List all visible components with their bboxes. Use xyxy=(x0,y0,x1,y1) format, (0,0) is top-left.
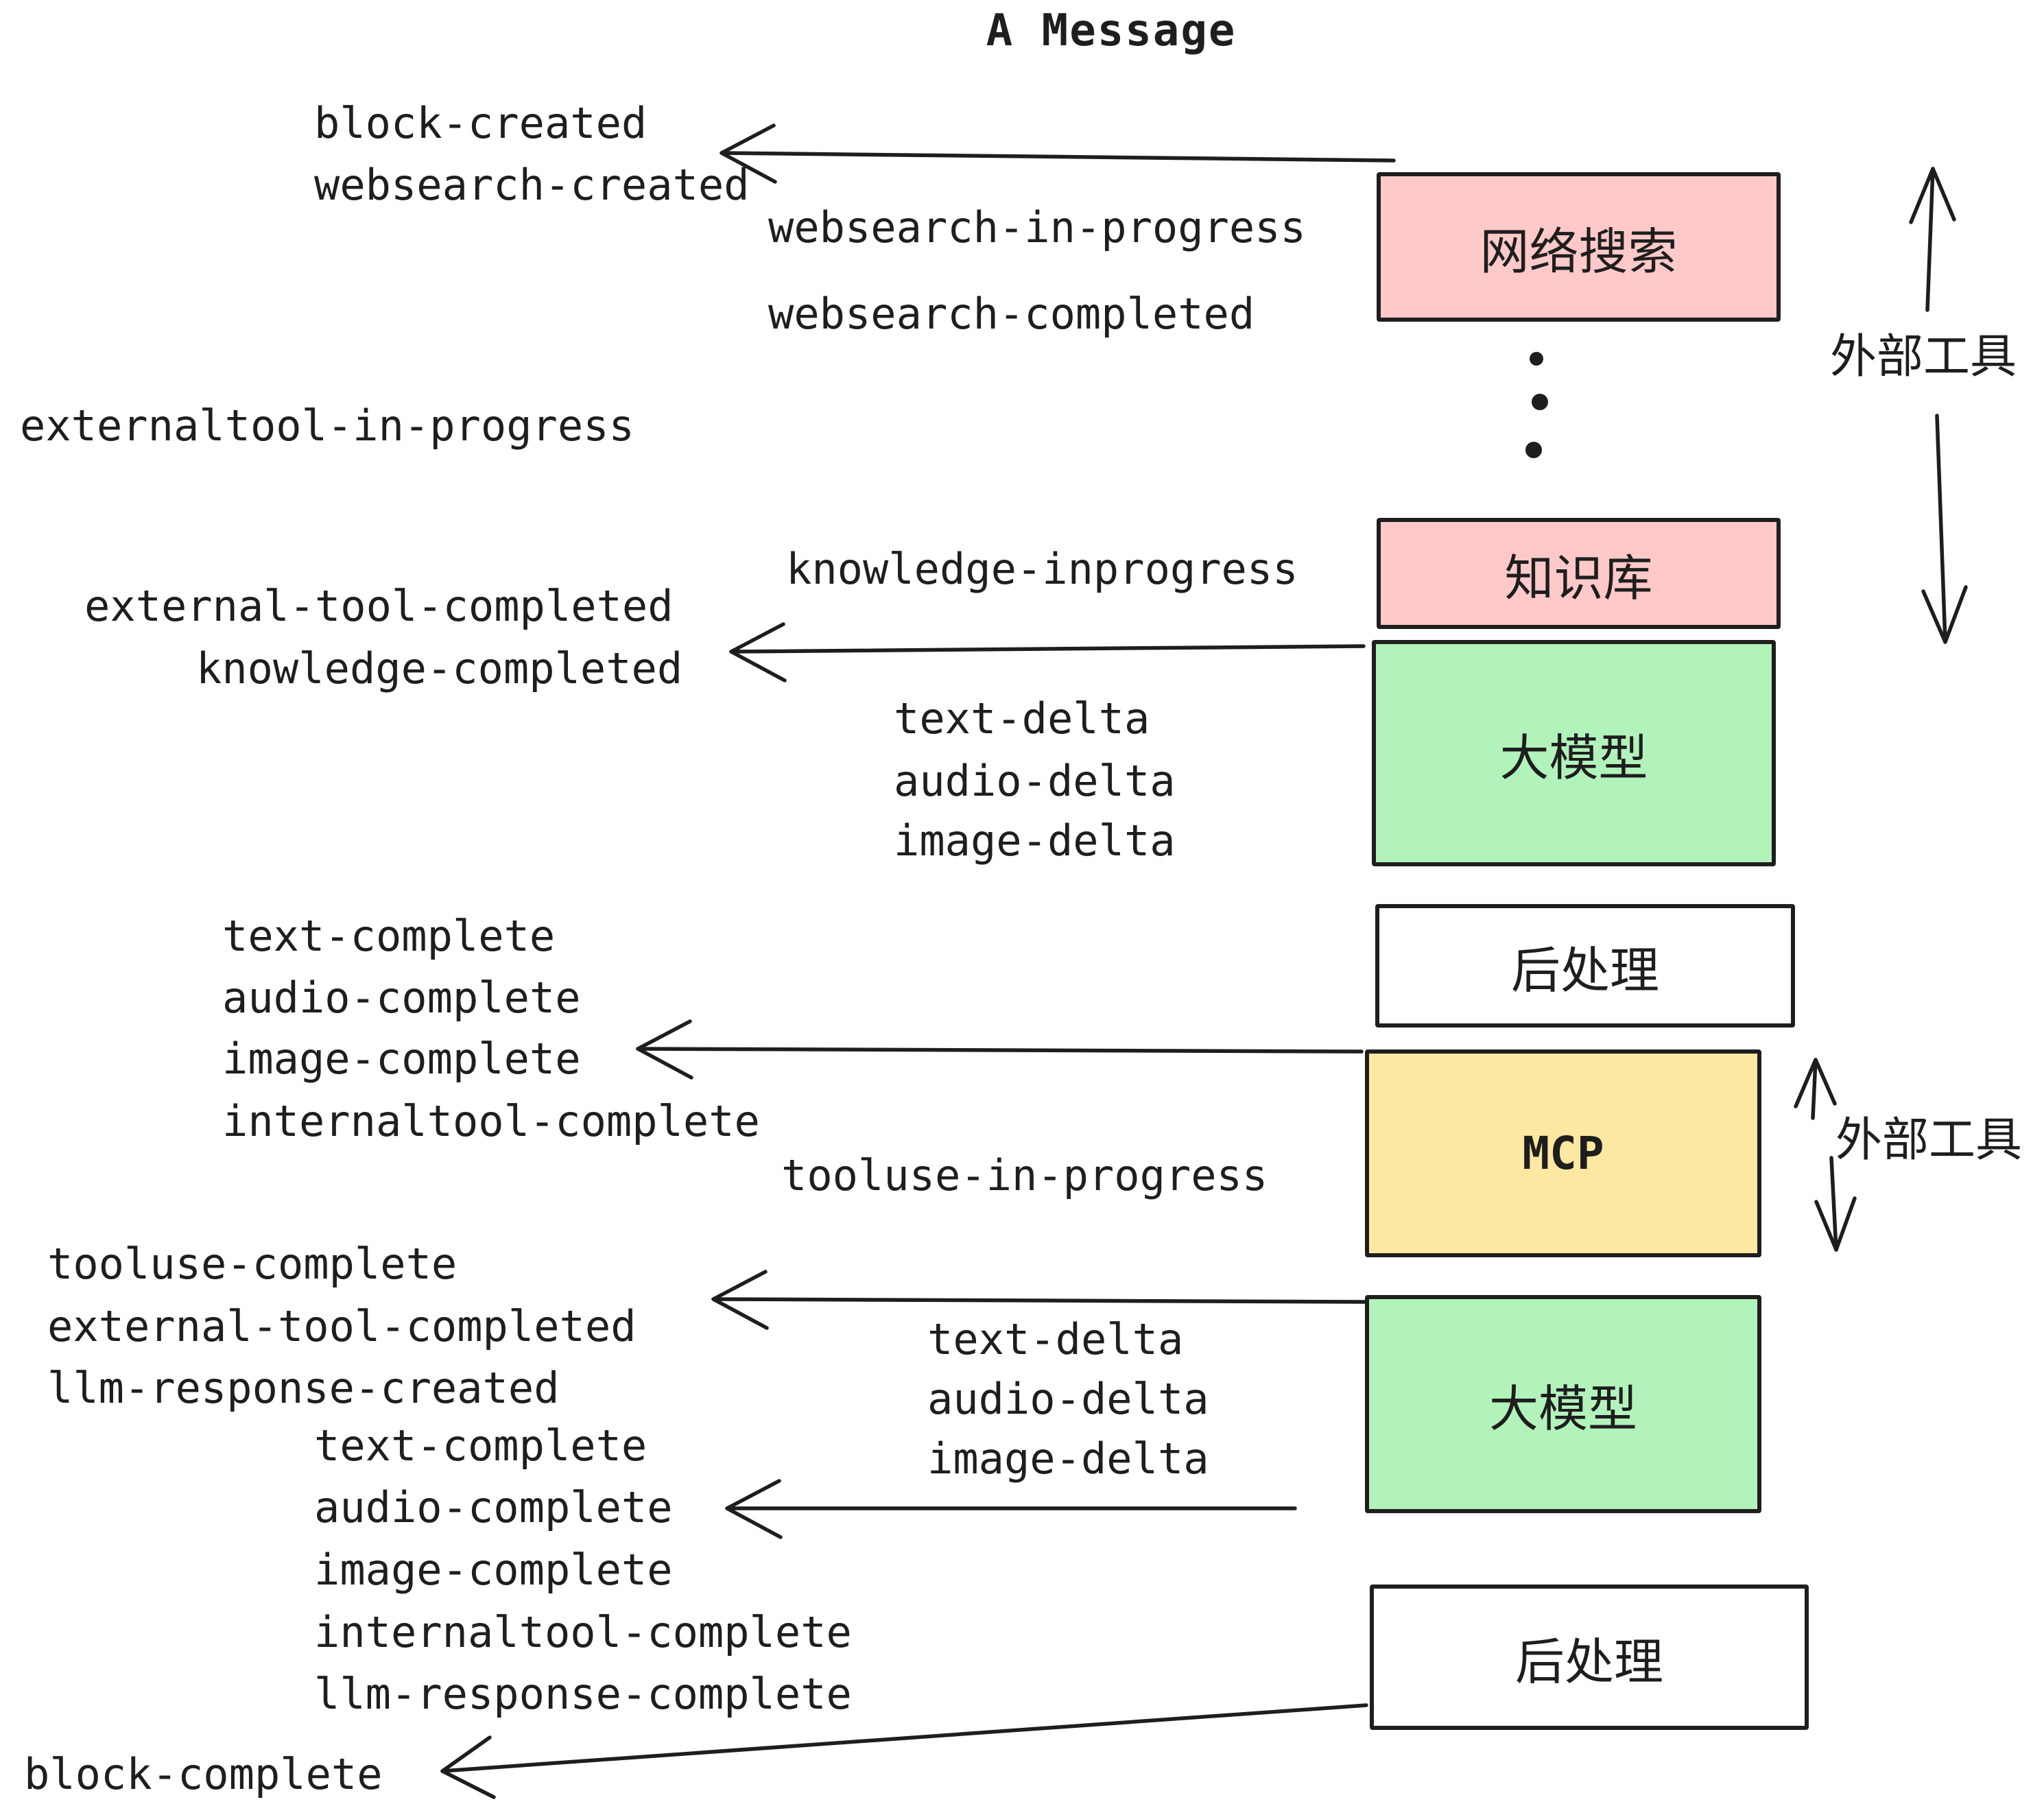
arrow-internal-complete-1 xyxy=(636,1019,1364,1080)
event-block-created: block-created xyxy=(314,98,647,148)
node-mcp: MCP xyxy=(1365,1049,1761,1257)
event-tooluse-in-progress: tooluse-in-progress xyxy=(781,1150,1268,1200)
event-llm-response-complete: llm-response-complete xyxy=(314,1669,852,1719)
side-label-external-tools-1: 外部工具 xyxy=(1830,330,2017,384)
arrow-knowledge-completed xyxy=(729,622,1366,683)
node-websearch: 网络搜索 xyxy=(1377,172,1781,322)
side-label-external-tools-2: 外部工具 xyxy=(1835,1113,2023,1167)
event-externaltool-in-progress: externaltool-in-progress xyxy=(20,401,634,451)
event-internaltool-complete-2: internaltool-complete xyxy=(314,1607,852,1657)
event-text-complete-1: text-complete xyxy=(222,911,556,961)
node-postprocess-2: 后处理 xyxy=(1370,1585,1809,1730)
event-websearch-created: websearch-created xyxy=(314,160,750,210)
event-image-complete-1: image-complete xyxy=(222,1034,581,1084)
event-block-complete: block-complete xyxy=(24,1749,383,1799)
event-llm-response-created: llm-response-created xyxy=(47,1363,560,1413)
node-postprocess-1: 后处理 xyxy=(1375,904,1795,1028)
event-tooluse-complete: tooluse-complete xyxy=(47,1239,457,1289)
arrow-llm-complete-2 xyxy=(725,1479,1297,1539)
external-tools-span-arrow-2 xyxy=(1794,1058,1857,1252)
event-external-tool-completed-1: external-tool-completed xyxy=(84,581,674,631)
page-title: A Message xyxy=(986,5,1237,56)
event-text-delta-2: text-delta xyxy=(927,1314,1184,1364)
arrow-tooluse-complete xyxy=(711,1270,1368,1330)
event-text-delta-1: text-delta xyxy=(894,693,1150,744)
event-image-delta-2: image-delta xyxy=(927,1434,1209,1484)
node-knowledge: 知识库 xyxy=(1377,518,1781,629)
event-audio-complete-1: audio-complete xyxy=(222,973,581,1023)
event-knowledge-inprogress: knowledge-inprogress xyxy=(786,544,1298,594)
ellipsis-dots xyxy=(1525,352,1548,458)
event-text-complete-2: text-complete xyxy=(314,1421,647,1471)
event-internaltool-complete-1: internaltool-complete xyxy=(222,1096,760,1146)
event-websearch-completed: websearch-completed xyxy=(768,289,1255,339)
event-websearch-in-progress: websearch-in-progress xyxy=(768,202,1306,252)
event-audio-delta-1: audio-delta xyxy=(894,756,1176,806)
event-knowledge-completed: knowledge-completed xyxy=(196,643,683,693)
event-audio-complete-2: audio-complete xyxy=(314,1482,673,1532)
node-llm-2: 大模型 xyxy=(1365,1295,1761,1513)
event-image-delta-1: image-delta xyxy=(894,816,1176,866)
arrow-websearch-created xyxy=(720,123,1396,184)
event-image-complete-2: image-complete xyxy=(314,1545,673,1595)
node-llm-1: 大模型 xyxy=(1372,640,1776,866)
external-tools-span-arrow-1 xyxy=(1909,167,1968,644)
arrow-block-complete xyxy=(440,1703,1368,1799)
event-external-tool-completed-2: external-tool-completed xyxy=(47,1301,637,1351)
event-audio-delta-2: audio-delta xyxy=(927,1374,1209,1424)
